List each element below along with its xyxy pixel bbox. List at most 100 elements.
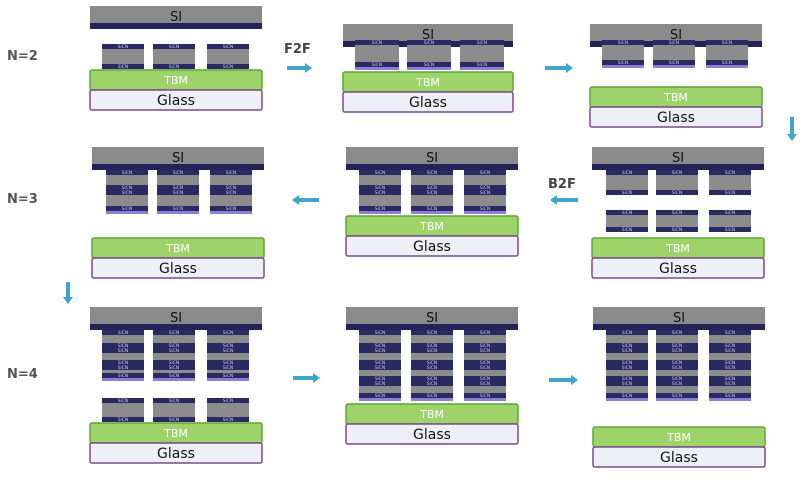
sicn-label: SiCN bbox=[427, 343, 438, 349]
tbm-label: TBM bbox=[163, 427, 188, 440]
glass-layer bbox=[89, 442, 263, 464]
arrow-head bbox=[305, 63, 312, 73]
sicn-label: SiCN bbox=[622, 376, 633, 382]
arrow-right bbox=[545, 66, 567, 70]
die-body bbox=[656, 386, 698, 393]
sicn-label: SiCN bbox=[725, 376, 736, 382]
sicn-layer bbox=[157, 190, 199, 195]
sicn-layer bbox=[653, 40, 695, 45]
die-body bbox=[157, 195, 199, 206]
sicn-layer bbox=[656, 210, 698, 215]
sicn-label: SiCN bbox=[622, 330, 633, 336]
sicn-layer bbox=[464, 343, 506, 348]
sicn-layer bbox=[355, 40, 399, 45]
tbm-label: TBM bbox=[415, 76, 440, 89]
glass-label: Glass bbox=[413, 239, 451, 255]
sicn-layer bbox=[606, 330, 648, 335]
sicn-layer bbox=[656, 330, 698, 335]
sicn-label: SiCN bbox=[477, 40, 488, 46]
sicn-layer bbox=[606, 190, 648, 195]
sicn-label: SiCN bbox=[372, 40, 383, 46]
sicn-label: SiCN bbox=[375, 343, 386, 349]
bond-layer bbox=[460, 67, 504, 70]
sicn-layer bbox=[653, 60, 695, 65]
sicn-label: SiCN bbox=[169, 348, 180, 354]
bond-layer bbox=[706, 65, 748, 68]
sicn-label: SiCN bbox=[375, 185, 386, 191]
sicn-label: SiCN bbox=[672, 170, 683, 176]
die-body bbox=[210, 175, 252, 185]
sicn-label: SiCN bbox=[223, 64, 234, 70]
bond-layer bbox=[411, 398, 453, 401]
sicn-label: SiCN bbox=[427, 206, 438, 212]
sicn-layer bbox=[153, 398, 195, 403]
si-wafer bbox=[590, 24, 762, 41]
row-label-n2: N=2 bbox=[7, 49, 38, 64]
sicn-label: SiCN bbox=[725, 365, 736, 371]
sicn-label: SiCN bbox=[375, 365, 386, 371]
sicn-label: SiCN bbox=[480, 330, 491, 336]
sicn-label: SiCN bbox=[375, 190, 386, 196]
sicn-label: SiCN bbox=[480, 170, 491, 176]
sicn-layer bbox=[709, 343, 751, 348]
sicn-layer bbox=[359, 376, 401, 381]
die-body bbox=[464, 195, 506, 206]
die-body bbox=[210, 195, 252, 206]
sicn-label: SiCN bbox=[375, 381, 386, 387]
sicn-layer bbox=[464, 360, 506, 365]
sicn-layer bbox=[606, 343, 648, 348]
sicn-layer bbox=[153, 348, 195, 353]
si-wafer bbox=[346, 147, 518, 164]
sicn-layer bbox=[407, 40, 451, 45]
sicn-label: SiCN bbox=[118, 417, 129, 423]
sicn-label: SiCN bbox=[725, 190, 736, 196]
arrow-head bbox=[787, 134, 797, 141]
sicn-layer bbox=[411, 190, 453, 195]
sicn-layer bbox=[102, 330, 144, 335]
sicn-layer bbox=[207, 64, 249, 69]
sicn-layer bbox=[606, 360, 648, 365]
sicn-label: SiCN bbox=[122, 170, 133, 176]
sicn-label: SiCN bbox=[118, 360, 129, 366]
die-body bbox=[653, 45, 695, 60]
bond-layer bbox=[355, 67, 399, 70]
die-body bbox=[602, 45, 644, 60]
sicn-layer bbox=[411, 360, 453, 365]
sicn-label: SiCN bbox=[725, 210, 736, 216]
si-band bbox=[346, 164, 518, 170]
sicn-layer bbox=[207, 417, 249, 422]
tbm-label: TBM bbox=[419, 408, 444, 421]
sicn-layer bbox=[210, 185, 252, 190]
sicn-label: SiCN bbox=[118, 373, 129, 379]
tbm-label: TBM bbox=[666, 431, 691, 444]
sicn-label: SiCN bbox=[669, 60, 680, 66]
si-wafer bbox=[90, 307, 262, 324]
sicn-label: SiCN bbox=[672, 381, 683, 387]
sicn-label: SiCN bbox=[672, 376, 683, 382]
sicn-label: SiCN bbox=[375, 360, 386, 366]
sicn-layer bbox=[153, 64, 195, 69]
die-body bbox=[709, 175, 751, 190]
sicn-label: SiCN bbox=[118, 330, 129, 336]
sicn-label: SiCN bbox=[480, 360, 491, 366]
bond-layer bbox=[464, 398, 506, 401]
die-body bbox=[709, 353, 751, 360]
sicn-layer bbox=[656, 393, 698, 398]
sicn-label: SiCN bbox=[375, 393, 386, 399]
sicn-layer bbox=[207, 348, 249, 353]
sicn-label: SiCN bbox=[672, 343, 683, 349]
die-body bbox=[411, 353, 453, 360]
tbm-label: TBM bbox=[665, 242, 690, 255]
si-wafer bbox=[92, 147, 264, 164]
sicn-label: SiCN bbox=[672, 210, 683, 216]
row-label-n4: N=4 bbox=[7, 367, 38, 382]
die-body bbox=[411, 370, 453, 376]
sicn-label: SiCN bbox=[725, 330, 736, 336]
sicn-label: SiCN bbox=[427, 393, 438, 399]
sicn-layer bbox=[709, 365, 751, 370]
die-body bbox=[709, 215, 751, 227]
sicn-layer bbox=[709, 360, 751, 365]
sicn-layer bbox=[656, 376, 698, 381]
sicn-layer bbox=[606, 381, 648, 386]
sicn-label: SiCN bbox=[622, 381, 633, 387]
